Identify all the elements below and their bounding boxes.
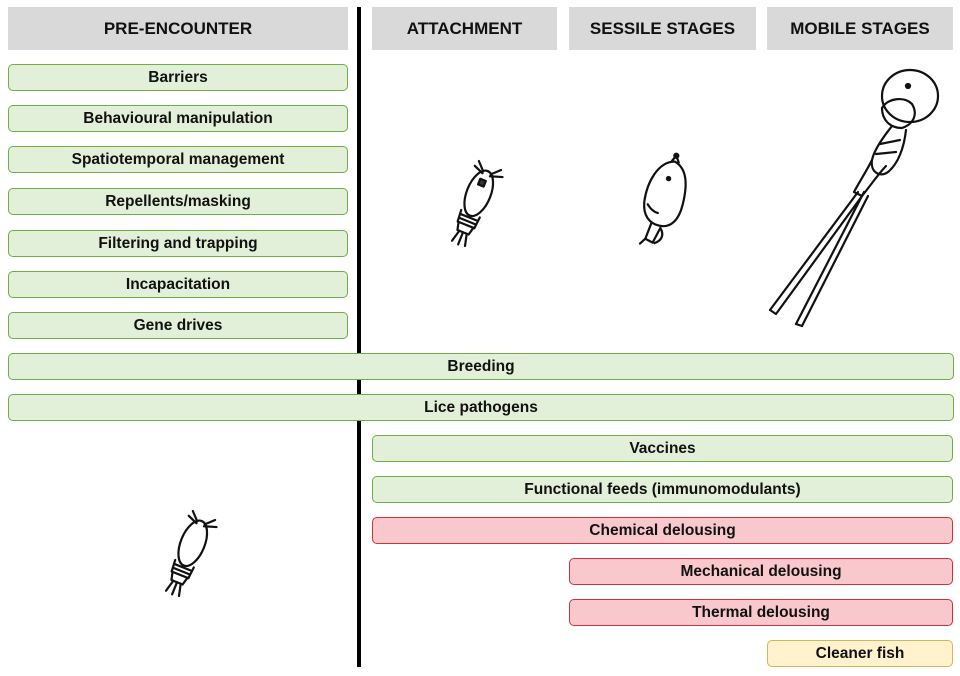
measure-cleaner-fish: Cleaner fish xyxy=(767,640,953,667)
measure-filtering-trapping: Filtering and trapping xyxy=(8,230,348,257)
measure-incapacitation: Incapacitation xyxy=(8,271,348,298)
measure-functional-feeds: Functional feeds (immunomodulants) xyxy=(372,476,953,503)
copepodid-icon xyxy=(450,159,504,248)
measure-vaccines: Vaccines xyxy=(372,435,953,462)
measure-lice-pathogens: Lice pathogens xyxy=(8,394,954,421)
header-attachment: ATTACHMENT xyxy=(372,7,557,50)
measure-mechanical-delousing: Mechanical delousing xyxy=(569,558,953,585)
stage-divider xyxy=(357,7,361,667)
measure-spatiotemporal-management: Spatiotemporal management xyxy=(8,146,348,173)
measure-breeding: Breeding xyxy=(8,353,954,380)
header-mobile-stages: MOBILE STAGES xyxy=(767,7,953,50)
measure-barriers: Barriers xyxy=(8,64,348,91)
header-pre-encounter: PRE-ENCOUNTER xyxy=(8,7,348,50)
mobile-louse-icon xyxy=(768,68,940,328)
header-sessile-stages: SESSILE STAGES xyxy=(569,7,756,50)
measure-repellents-masking: Repellents/masking xyxy=(8,188,348,215)
measure-behavioural-manipulation: Behavioural manipulation xyxy=(8,105,348,132)
sessile-louse-icon xyxy=(638,152,687,245)
measure-gene-drives: Gene drives xyxy=(8,312,348,339)
measure-chemical-delousing: Chemical delousing xyxy=(372,517,953,544)
copepodid-icon xyxy=(164,509,218,598)
measure-thermal-delousing: Thermal delousing xyxy=(569,599,953,626)
